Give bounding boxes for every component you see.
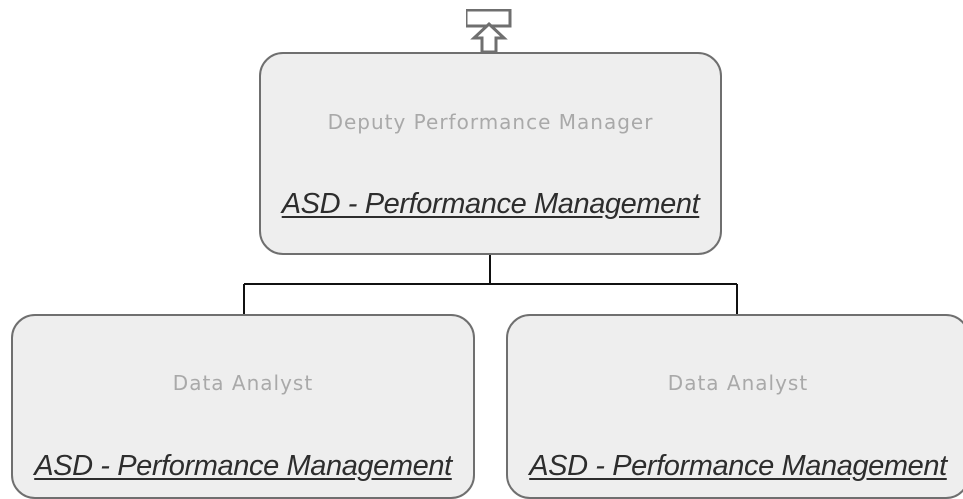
connector-root-to-children (243, 255, 738, 314)
navigate-up-button[interactable] (464, 8, 512, 55)
org-node-child-1[interactable]: Data Analyst ASD - Performance Managemen… (11, 314, 475, 499)
department-link[interactable]: ASD - Performance Management (281, 188, 700, 220)
department-link[interactable]: ASD - Performance Management (529, 450, 947, 482)
org-node-child-2[interactable]: Data Analyst ASD - Performance Managemen… (506, 314, 963, 499)
org-node-root[interactable]: Deputy Performance Manager ASD - Perform… (259, 52, 722, 255)
up-arrow-icon (464, 8, 512, 54)
position-title: Data Analyst (172, 371, 314, 395)
position-title: Data Analyst (667, 371, 809, 395)
position-title: Deputy Performance Manager (327, 110, 654, 134)
department-link[interactable]: ASD - Performance Management (34, 450, 452, 482)
